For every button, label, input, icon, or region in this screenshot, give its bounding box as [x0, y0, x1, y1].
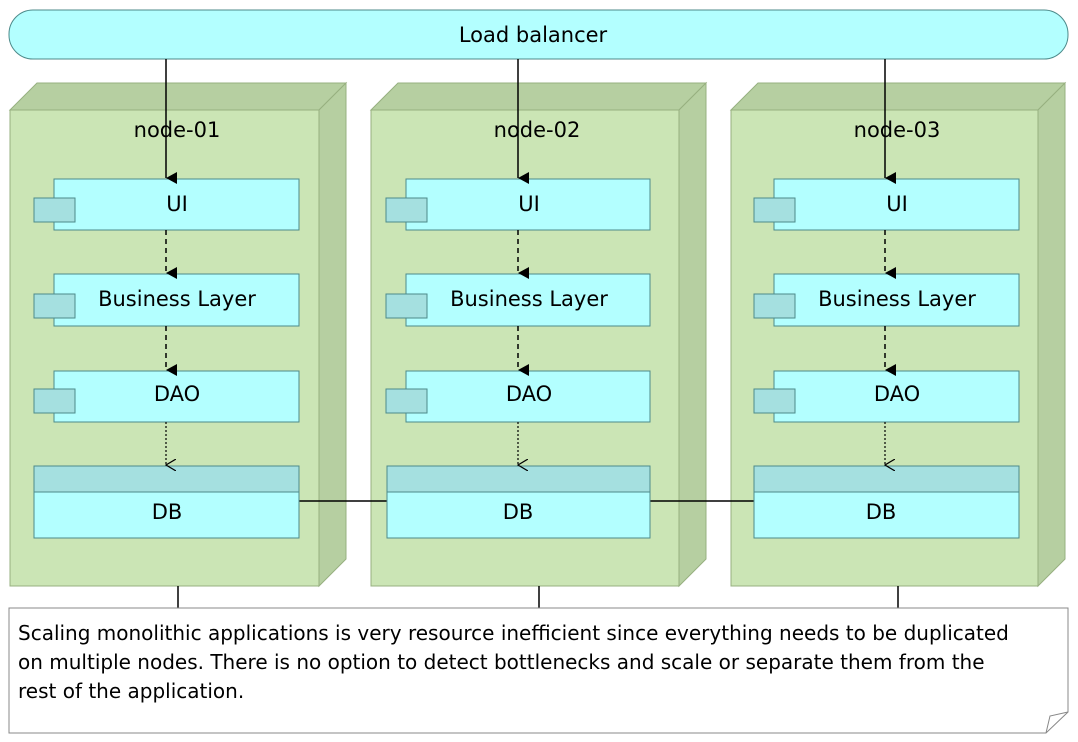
- component-port: [753, 293, 796, 319]
- component-ui: UI: [753, 178, 1020, 231]
- component-port: [33, 293, 76, 319]
- node-title: node-02: [494, 118, 581, 142]
- component-label: UI: [518, 192, 540, 216]
- note-box: [8, 607, 1069, 734]
- component-label: DAO: [506, 382, 552, 406]
- db-table: DB: [753, 465, 1020, 539]
- component-business-layer: Business Layer: [33, 273, 300, 327]
- component-business-layer: Business Layer: [385, 273, 651, 327]
- component-label: DAO: [874, 382, 920, 406]
- component-label: DAO: [154, 382, 200, 406]
- component-port: [385, 388, 428, 414]
- node-title: node-01: [134, 118, 221, 142]
- component-label: Business Layer: [450, 287, 608, 311]
- component-label: UI: [166, 192, 188, 216]
- component-dao: DAO: [753, 370, 1020, 423]
- db-label: DB: [503, 500, 534, 524]
- component-port: [385, 293, 428, 319]
- component-label: Business Layer: [818, 287, 976, 311]
- component-port: [753, 197, 796, 223]
- db-table: DB: [386, 465, 651, 539]
- component-business-layer: Business Layer: [753, 273, 1020, 327]
- db-table: DB: [33, 465, 300, 539]
- note-fold: [1045, 711, 1069, 734]
- node-title: node-03: [854, 118, 941, 142]
- component-port: [753, 388, 796, 414]
- component-port: [385, 197, 428, 223]
- load-balancer: Load balancer: [8, 9, 1069, 60]
- component-port: [33, 388, 76, 414]
- component-dao: DAO: [385, 370, 651, 423]
- load-balancer-label: Load balancer: [459, 23, 608, 47]
- component-dao: DAO: [33, 370, 300, 423]
- component-label: Business Layer: [98, 287, 256, 311]
- note-text: Scaling monolithic applications is very …: [18, 621, 1009, 703]
- component-label: UI: [886, 192, 908, 216]
- component-port: [33, 197, 76, 223]
- component-ui: UI: [385, 178, 651, 231]
- db-label: DB: [866, 500, 897, 524]
- db-label: DB: [152, 500, 183, 524]
- component-ui: UI: [33, 178, 300, 231]
